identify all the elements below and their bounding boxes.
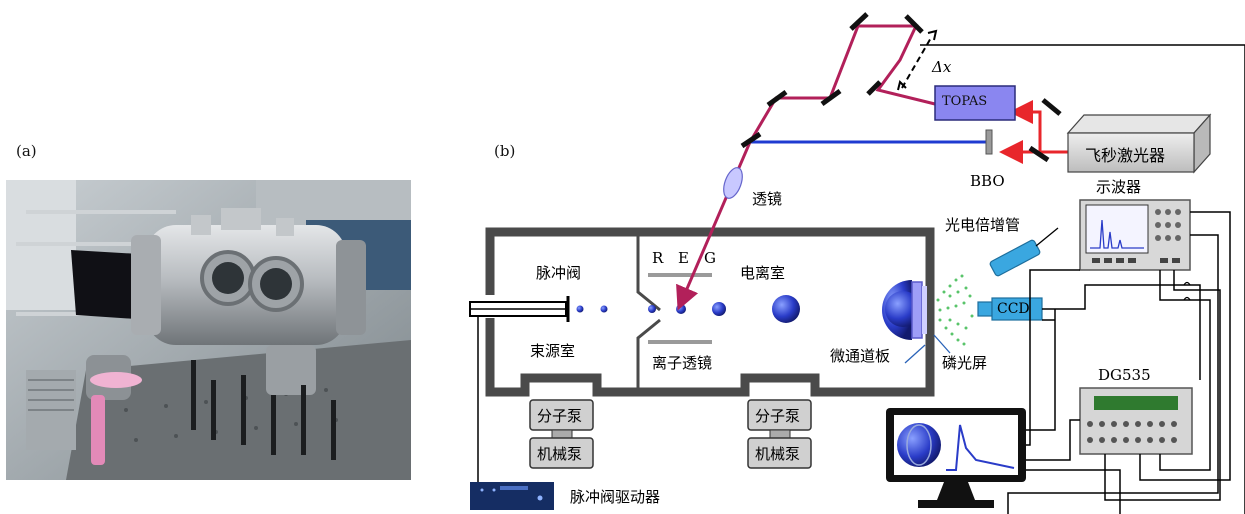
molecular-pump-1-label: 分子泵 [537, 407, 583, 425]
topas-box [934, 85, 1016, 121]
molecular-pump-2-label: 分子泵 [755, 407, 801, 425]
oscilloscope-label: 示波器 [1096, 178, 1142, 196]
ccd-label: CCD [997, 301, 1030, 317]
beam-dot [676, 304, 686, 314]
bbo-crystal [985, 129, 993, 155]
red-beam [1009, 100, 1068, 154]
pmt-label: 光电倍增管 [945, 216, 1021, 234]
beam-dot [712, 302, 726, 316]
beam-dot [576, 305, 584, 313]
magenta-beam [676, 24, 936, 311]
oscilloscope [1079, 199, 1191, 271]
dg535-label: DG535 [1098, 366, 1151, 384]
lens [723, 167, 743, 199]
panel-b-label: (b) [494, 142, 516, 160]
beam-dot [600, 305, 608, 313]
computer-monitor [886, 408, 1026, 508]
mechanical-pump-2-label: 机械泵 [755, 445, 801, 463]
beam-dot [772, 295, 800, 323]
electrode-g-label: G [704, 249, 716, 267]
fs-laser-label: 飞秒激光器 [1085, 146, 1166, 165]
topas-label: TOPAS [942, 94, 988, 109]
skimmer-wall [636, 236, 661, 388]
beam-dot [648, 305, 656, 313]
mcp-label: 微通道板 [830, 347, 891, 365]
mcp-detector [882, 280, 927, 340]
mirrors [740, 12, 1062, 163]
pump-stack-2 [747, 399, 812, 469]
mechanical-pump-1-label: 机械泵 [537, 445, 583, 463]
ion-lens-label: 离子透镜 [652, 354, 713, 372]
ion-lens-plates [648, 273, 712, 344]
electrode-e-label: E [678, 249, 689, 267]
valve-driver-unit [470, 482, 554, 510]
phosphor-label: 磷光屏 [942, 354, 988, 372]
apparatus-photo [6, 180, 411, 480]
pulse-valve-label: 脉冲阀 [536, 264, 582, 282]
apparatus-photo-drawing [6, 180, 411, 480]
panel-a-label: (a) [16, 142, 37, 160]
bbo-label: BBO [970, 172, 1005, 190]
valve-driver-label: 脉冲阀驱动器 [570, 488, 661, 506]
fs-laser-box [1066, 113, 1212, 174]
ionization-chamber-label: 电离室 [740, 264, 786, 282]
pump-stack-1 [529, 399, 594, 469]
dg535-delay-generator [1079, 387, 1193, 455]
electrode-r-label: R [652, 249, 664, 267]
delta-x-label: Δx [932, 58, 952, 76]
beam-source-chamber-label: 束源室 [530, 342, 576, 360]
vacuum-chamber [485, 227, 935, 397]
pulse-valve-nozzle [469, 296, 570, 322]
pmt-tube [989, 239, 1041, 277]
signal-cables [1007, 45, 1245, 514]
phosphor-fluorescence [936, 274, 974, 346]
lens-label: 透镜 [752, 190, 783, 208]
